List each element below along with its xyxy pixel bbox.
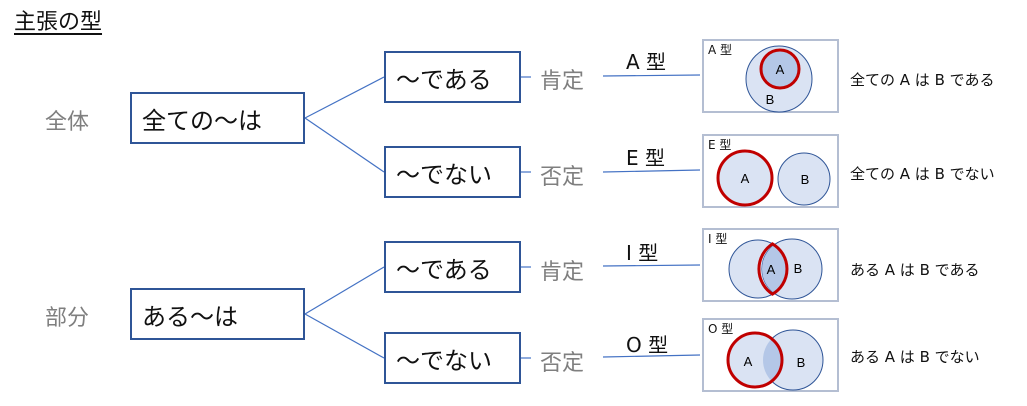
venn-panel-o: A B O 型 — [702, 318, 839, 392]
predicate-text: 〜でない — [396, 160, 492, 189]
quality-label-affirmative: 肯定 — [540, 69, 585, 94]
venn-highlight-lens — [757, 242, 789, 296]
quality-label-affirmative: 肯定 — [540, 260, 585, 285]
statement-o: ある A は B でない — [850, 348, 980, 366]
predicate-box-affirmative: 〜である — [384, 51, 521, 103]
subject-text: 全ての〜は — [142, 106, 262, 135]
predicate-text: 〜でない — [396, 346, 492, 375]
predicate-text: 〜である — [396, 65, 492, 94]
venn-label-a: A — [741, 171, 750, 186]
category-label-whole: 全体 — [45, 110, 90, 135]
venn-circle-a — [759, 48, 801, 90]
predicate-box-negative: 〜でない — [384, 332, 521, 384]
panel-label: I 型 — [708, 232, 728, 246]
type-label-e: E 型 — [626, 146, 665, 170]
quality-label-negative: 否定 — [540, 165, 585, 190]
venn-diagram-a: A B — [745, 45, 813, 113]
venn-label-b: B — [766, 92, 775, 107]
predicate-text: 〜である — [396, 255, 492, 284]
panel-label: A 型 — [708, 43, 733, 57]
venn-circle-a — [726, 331, 784, 389]
predicate-box-affirmative: 〜である — [384, 241, 521, 293]
venn-panel-i: A B I 型 — [702, 228, 839, 302]
venn-diagram-o: A B — [726, 329, 824, 391]
statement-i: ある A は B である — [850, 261, 980, 279]
type-label-o: O 型 — [626, 333, 669, 357]
venn-label-b: B — [794, 261, 803, 276]
venn-overlap — [762, 240, 787, 298]
panel-label: O 型 — [708, 322, 734, 336]
subject-text: ある〜は — [142, 302, 238, 331]
venn-label-b: B — [801, 172, 810, 187]
statement-a: 全ての A は B である — [850, 71, 995, 89]
category-label-partial: 部分 — [45, 306, 90, 331]
panel-label: E 型 — [708, 138, 732, 152]
type-label-i: I 型 — [626, 241, 659, 265]
statement-e: 全ての A は B でない — [850, 165, 995, 183]
venn-panel-e: A B E 型 — [702, 134, 839, 208]
venn-diagram-e: A B — [716, 149, 831, 207]
venn-circle-a — [716, 149, 774, 207]
subject-box-some: ある〜は — [130, 288, 305, 340]
subject-box-all: 全ての〜は — [130, 92, 305, 144]
venn-label-b: B — [797, 355, 806, 370]
venn-circle-b — [777, 152, 831, 206]
page-title: 主張の型 — [14, 10, 103, 35]
type-label-a: A 型 — [626, 50, 667, 74]
venn-diagram-i: A B — [728, 238, 823, 300]
quality-label-negative: 否定 — [540, 351, 585, 376]
venn-label-a: A — [776, 62, 785, 77]
venn-label-a: A — [767, 262, 776, 277]
venn-panel-a: A B A 型 — [702, 39, 839, 113]
venn-label-a: A — [744, 354, 753, 369]
predicate-box-negative: 〜でない — [384, 146, 521, 198]
